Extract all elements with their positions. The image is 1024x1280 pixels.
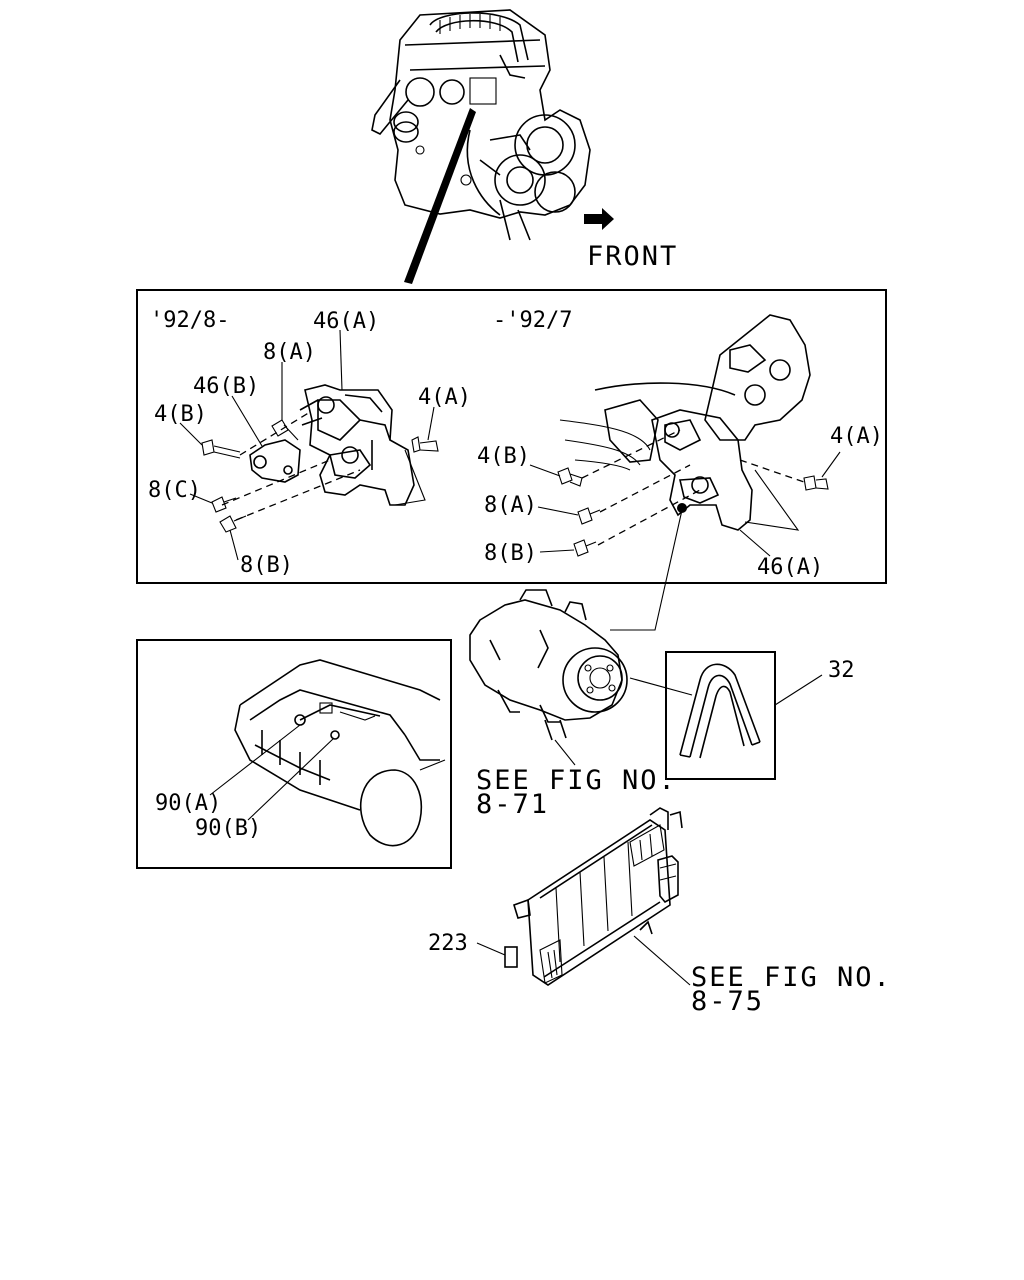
leader-90a — [209, 724, 301, 796]
front-label: FRONT — [587, 241, 678, 272]
callout-8b-left: 8(B) — [240, 553, 293, 578]
drive-belt-illustration — [679, 663, 761, 759]
compressor-reference-line1: SEE FIG NO. — [476, 765, 677, 796]
callout-4a-right: 4(A) — [830, 424, 883, 449]
leader-90b — [247, 737, 335, 821]
front-arrow-icon — [584, 208, 614, 230]
condenser-reference-line1: SEE FIG NO. — [691, 962, 892, 993]
compressor-illustration — [469, 589, 628, 766]
belt-detail-box — [665, 651, 776, 780]
leader-223 — [476, 942, 506, 956]
bracket-detail-box — [136, 289, 887, 584]
callout-4a-left: 4(A) — [418, 385, 471, 410]
condenser-leader — [633, 935, 691, 986]
condenser-reference-line2: 8-75 — [691, 986, 764, 1017]
callout-90b: 90(B) — [195, 816, 261, 841]
callout-8a-left: 8(A) — [263, 340, 316, 365]
belt-leader — [629, 677, 693, 696]
part-223-clip — [504, 946, 518, 968]
engine-illustration — [371, 9, 591, 284]
callout-8b-right: 8(B) — [484, 541, 537, 566]
vehicle-inset-box — [136, 639, 452, 869]
callout-223: 223 — [428, 931, 468, 956]
period-old-label: -'92/7 — [493, 308, 572, 333]
callout-4b-right: 4(B) — [477, 444, 530, 469]
callout-32: 32 — [828, 658, 855, 683]
right-bracket-assembly — [529, 314, 841, 631]
compressor-reference-line2: 8-71 — [476, 789, 549, 820]
callout-4b-left: 4(B) — [154, 402, 207, 427]
condenser-illustration — [513, 807, 683, 986]
vehicle-front-illustration — [234, 659, 446, 847]
callout-90a: 90(A) — [155, 791, 221, 816]
period-new-label: '92/8- — [150, 308, 229, 333]
left-bracket-assembly — [179, 329, 439, 561]
callout-8a-right: 8(A) — [484, 493, 537, 518]
callout-46b-left: 46(B) — [193, 374, 259, 399]
callout-46a-left: 46(A) — [313, 309, 379, 334]
callout-46a-right: 46(A) — [757, 555, 823, 580]
callout-8c-left: 8(C) — [148, 478, 201, 503]
belt-callout-leader — [774, 674, 823, 706]
